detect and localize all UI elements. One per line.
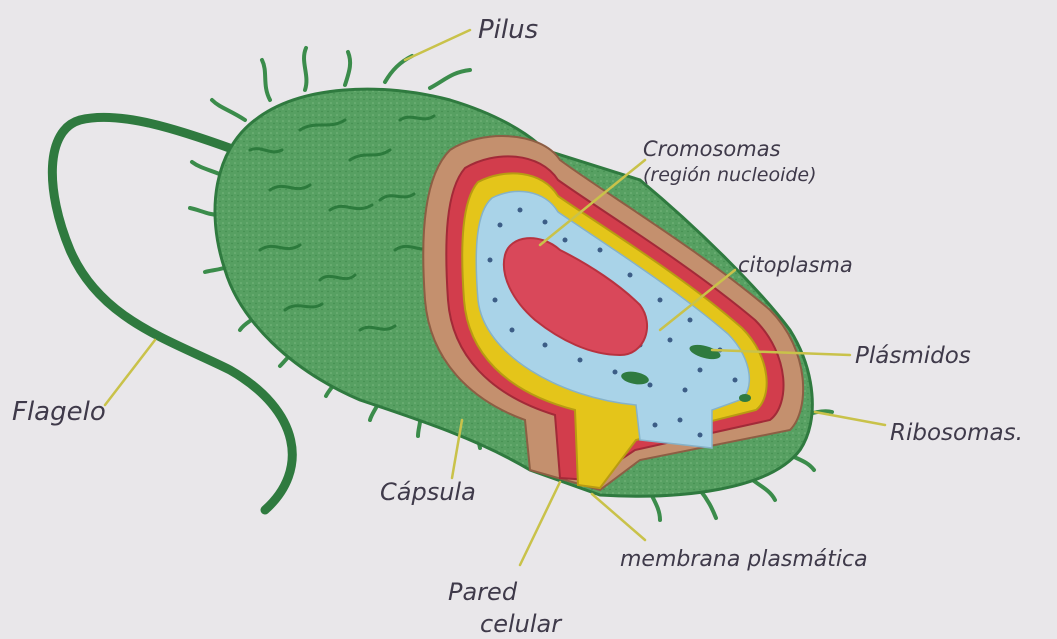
label-region-nucleoide: (región nucleoide) <box>643 164 817 186</box>
plasmid <box>739 394 751 402</box>
ribosomas-leader <box>815 412 885 425</box>
label-celular: celular <box>480 610 563 638</box>
label-cromosomas: Cromosomas <box>643 137 781 161</box>
label-flagelo: Flagelo <box>12 397 106 427</box>
label-pilus: Pilus <box>478 15 538 45</box>
label-plasmidos: Plásmidos <box>855 343 971 369</box>
flagelo-leader <box>105 340 155 405</box>
label-capsula: Cápsula <box>380 478 476 506</box>
membrana-leader <box>592 494 645 540</box>
label-ribosomas: Ribosomas. <box>890 420 1023 446</box>
label-membrana-plasmatica: membrana plasmática <box>620 547 868 572</box>
label-pared: Pared <box>448 578 518 606</box>
pilus-leader <box>405 30 470 60</box>
pared-leader <box>520 482 560 565</box>
label-citoplasma: citoplasma <box>738 253 853 277</box>
